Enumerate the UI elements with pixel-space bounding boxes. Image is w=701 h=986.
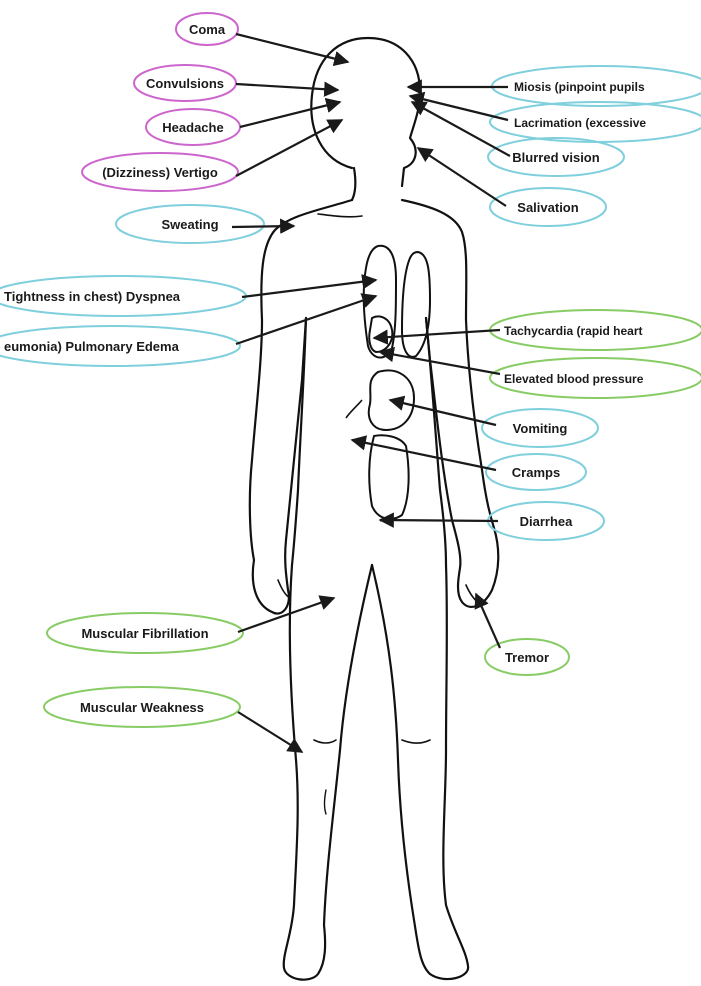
knee-left — [314, 740, 336, 743]
label-fibrillation: Muscular Fibrillation — [81, 626, 208, 641]
shin-line — [325, 790, 327, 814]
cramps-arrow — [352, 440, 496, 470]
label-blood-pressure: Elevated blood pressure — [504, 372, 644, 386]
headache-arrow — [240, 102, 340, 127]
head-outline — [311, 38, 420, 186]
fibrillation-arrow — [238, 598, 334, 632]
label-convulsions: Convulsions — [146, 76, 224, 91]
label-texts: Coma Convulsions Headache (Dizziness) Ve… — [4, 22, 646, 715]
right-leg — [372, 565, 468, 979]
label-sweating: Sweating — [161, 217, 218, 232]
liver-line — [346, 400, 362, 418]
left-leg — [284, 565, 372, 980]
label-salivation: Salivation — [517, 200, 578, 215]
label-blurred: Blurred vision — [512, 150, 599, 165]
right-lung — [402, 252, 430, 357]
left-shoulder-arm — [250, 200, 352, 614]
hand-right-fold — [466, 585, 480, 604]
label-dyspnea: Tightness in chest) Dyspnea — [4, 289, 181, 304]
convulsions-arrow — [236, 84, 338, 90]
label-diarrhea: Diarrhea — [520, 514, 574, 529]
torso-right — [426, 318, 446, 565]
neck-left — [352, 168, 355, 200]
vertigo-arrow — [236, 120, 342, 176]
sweating-arrow — [232, 226, 294, 227]
label-headache: Headache — [162, 120, 223, 135]
label-tremor: Tremor — [505, 650, 549, 665]
label-tachycardia: Tachycardia (rapid heart — [504, 324, 643, 338]
heart — [369, 317, 392, 353]
label-cramps: Cramps — [512, 465, 560, 480]
right-shoulder-arm — [402, 200, 498, 607]
tremor-arrow — [476, 594, 500, 648]
label-edema: eumonia) Pulmonary Edema — [4, 339, 180, 354]
torso-left — [292, 318, 306, 565]
coma-arrow — [236, 34, 348, 62]
label-vomiting: Vomiting — [513, 421, 568, 436]
label-vertigo: (Dizziness) Vertigo — [102, 165, 218, 180]
label-lacrimation: Lacrimation (excessive — [514, 116, 646, 130]
collarbone — [318, 214, 362, 217]
salivation-arrow — [418, 148, 506, 206]
label-weakness: Muscular Weakness — [80, 700, 204, 715]
knee-right — [402, 740, 430, 743]
blood-pressure-arrow — [380, 352, 500, 374]
label-miosis: Miosis (pinpoint pupils — [514, 80, 645, 94]
diarrhea-arrow — [380, 520, 498, 521]
label-coma: Coma — [189, 22, 226, 37]
organs — [346, 246, 430, 519]
